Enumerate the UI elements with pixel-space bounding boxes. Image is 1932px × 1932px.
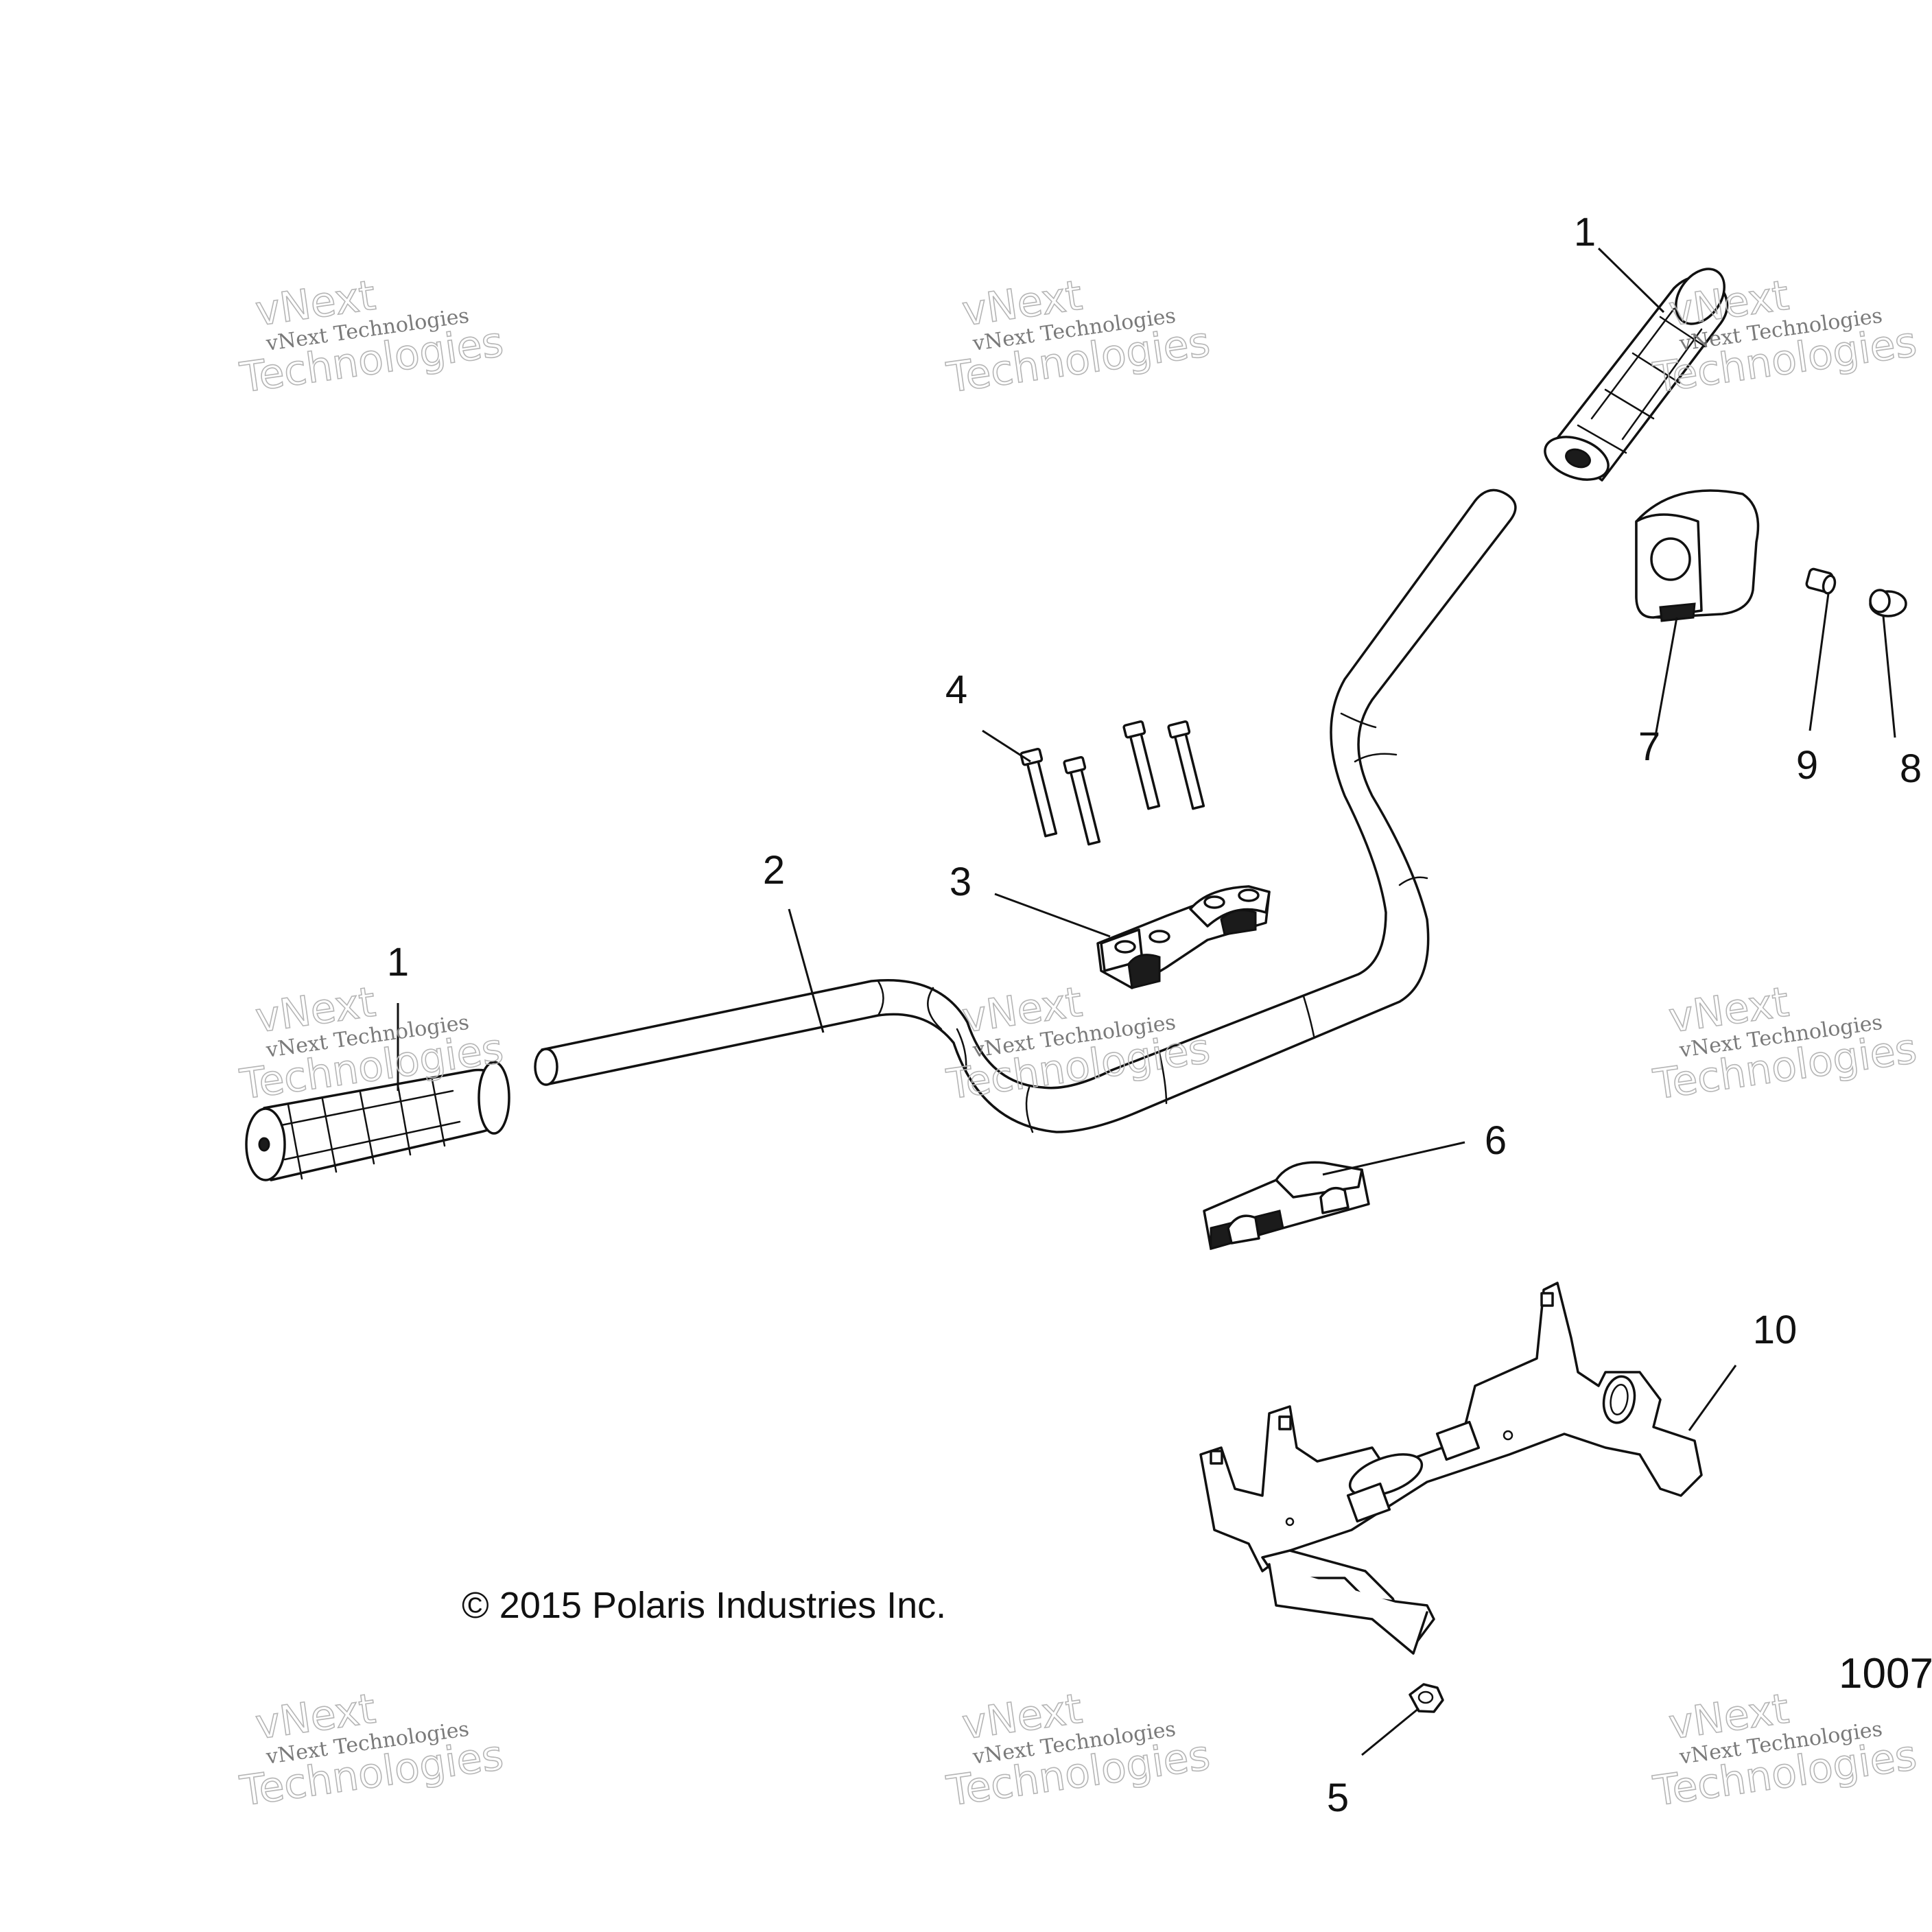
callout-2: 2 [763, 848, 785, 893]
lower-clamp [1203, 1161, 1370, 1250]
watermark: vNext vNext Technologies Technologies [943, 1684, 1214, 1816]
callout-6: 6 [1485, 1118, 1507, 1163]
watermark: vNext vNext Technologies Technologies [237, 271, 507, 403]
watermark: vNext vNext Technologies Technologies [237, 1684, 507, 1816]
callout-5: 5 [1327, 1776, 1349, 1820]
callout-7: 7 [1638, 724, 1660, 769]
callouts: 1 1 2 3 4 5 6 7 8 9 10 [387, 210, 1922, 1820]
callout-8: 8 [1900, 746, 1922, 791]
leader-lines [397, 247, 1896, 1756]
callout-9: 9 [1796, 743, 1818, 788]
callout-10: 10 [1753, 1308, 1798, 1352]
callout-1-right: 1 [1574, 210, 1596, 255]
switch-housing [1635, 489, 1760, 622]
figure-number: 1007 [1839, 1650, 1932, 1697]
upper-clamp [1096, 885, 1271, 989]
callout-3: 3 [950, 860, 971, 904]
right-grip [1544, 268, 1729, 482]
callout-4: 4 [945, 668, 967, 712]
handlebar [534, 488, 1517, 1133]
callout-1-left: 1 [387, 940, 409, 985]
plug-cap [1869, 589, 1907, 617]
watermark: vNext vNext Technologies Technologies [1650, 271, 1920, 403]
bolts [1020, 720, 1205, 846]
left-grip [245, 1061, 510, 1181]
mounting-bracket [1199, 1282, 1703, 1655]
set-screw [1805, 567, 1837, 595]
nut [1409, 1683, 1444, 1713]
watermarks: vNext vNext Technologies Technologies vN… [237, 271, 1920, 1816]
watermark: vNext vNext Technologies Technologies [943, 271, 1214, 403]
watermark: vNext vNext Technologies Technologies [1650, 1684, 1920, 1816]
copyright-notice: © 2015 Polaris Industries Inc. [462, 1585, 946, 1626]
watermark: vNext vNext Technologies Technologies [1650, 978, 1920, 1109]
